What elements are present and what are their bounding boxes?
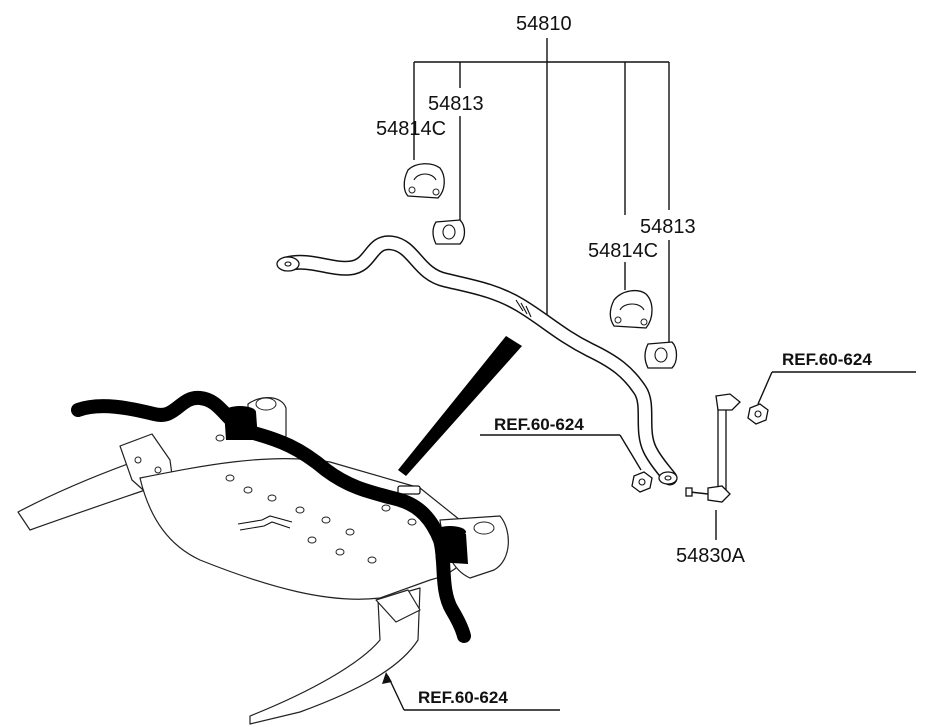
label-54830a: 54830A (676, 545, 746, 567)
zoom-wedge (398, 336, 522, 476)
label-54810: 54810 (516, 13, 572, 35)
labels: 54810 54813 54814C 54813 54814C 54830A R… (376, 13, 872, 707)
bracket-left-54814c (403, 163, 445, 199)
bracket-right-54814c (609, 289, 653, 329)
label-ref-crossmember: REF.60-624 (418, 688, 508, 707)
label-54814c-right: 54814C (588, 240, 658, 262)
stabilizer-link-54830a (685, 393, 741, 503)
label-54813-right: 54813 (640, 216, 696, 238)
nut-link-top (747, 403, 769, 425)
label-54814c-left: 54814C (376, 118, 446, 140)
callout-leaders (382, 38, 916, 711)
label-ref-link-nut: REF.60-624 (782, 350, 872, 369)
nut-bar-end (631, 471, 653, 493)
label-ref-bar-nut: REF.60-624 (494, 415, 584, 434)
stabilizer-bar-outline (276, 235, 678, 486)
stabilizer-bar-installed (71, 390, 471, 643)
bushing-left-54813 (432, 219, 466, 245)
bushing-right-54813 (644, 341, 678, 369)
subframe-assembly (17, 397, 509, 725)
label-54813-left: 54813 (428, 93, 484, 115)
